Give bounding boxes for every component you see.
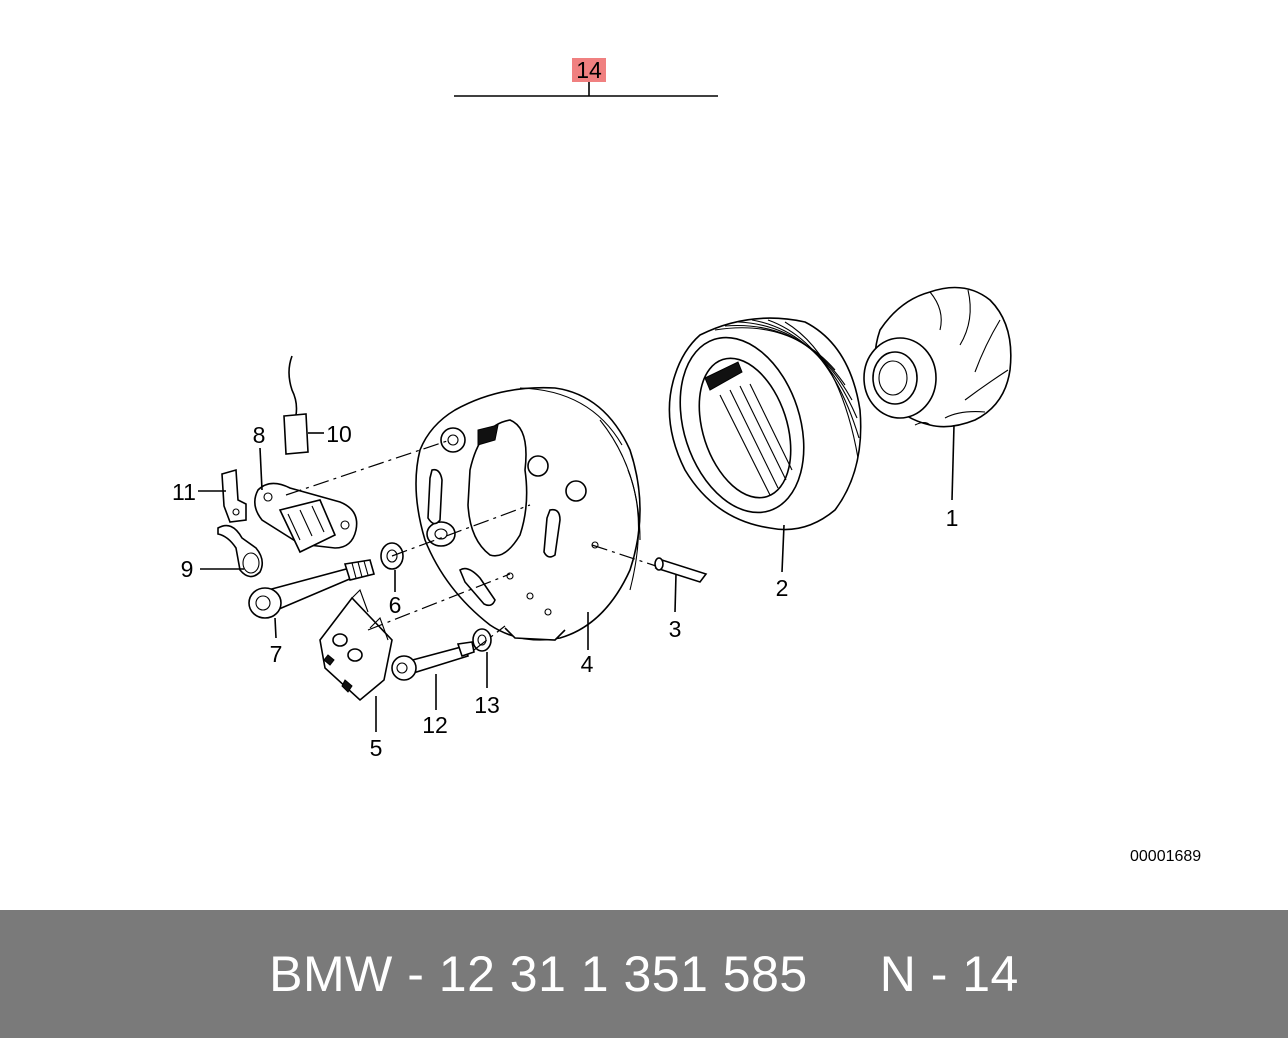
assembly-label[interactable]: 14: [576, 57, 602, 83]
exploded-parts-diagram: 14: [172, 57, 1012, 761]
callout-13[interactable]: 13: [474, 692, 500, 718]
callout-10[interactable]: 10: [326, 421, 352, 447]
centerline-pin: [591, 544, 657, 567]
callout-11[interactable]: 11: [172, 479, 196, 505]
assembly-label-highlight: [572, 58, 606, 82]
diagram-reference-number: 00001689: [1130, 848, 1202, 865]
callout-5[interactable]: 5: [370, 735, 383, 761]
callout-9[interactable]: 9: [181, 556, 194, 582]
callout-6[interactable]: 6: [389, 592, 402, 618]
part-1-drive-end-cover: [863, 286, 1012, 428]
part-3-pin: [654, 557, 708, 583]
part-13-washer: [472, 628, 492, 652]
callout-12[interactable]: 12: [422, 712, 448, 738]
callout-3[interactable]: 3: [669, 616, 682, 642]
callout-8[interactable]: 8: [253, 422, 266, 448]
part-8-brush-holder: [254, 482, 358, 554]
footer-bar: BMW - 12 31 1 351 585 N - 14: [0, 910, 1288, 1038]
footer-position: N - 14: [879, 946, 1019, 1002]
callout-1[interactable]: 1: [946, 505, 959, 531]
callout-4[interactable]: 4: [581, 651, 594, 677]
part-4-slip-ring-housing: [415, 386, 641, 641]
part-9-spring: [217, 524, 264, 578]
centerline-screw: [473, 625, 506, 651]
footer-caption: BMW - 12 31 1 351 585 N - 14: [0, 910, 1288, 1038]
centerline-lower: [367, 573, 511, 631]
footer-gap: [808, 945, 880, 1003]
part-2-stator: [668, 317, 862, 531]
centerline-middle: [391, 504, 531, 557]
part-7-through-bolt: [248, 559, 375, 619]
callout-7[interactable]: 7: [270, 641, 283, 667]
footer-part-number: BMW - 12 31 1 351 585: [269, 946, 808, 1002]
part-5-regulator: [319, 589, 393, 702]
part-11-bracket: [221, 468, 247, 523]
part-12-screw: [391, 641, 475, 681]
callout-2[interactable]: 2: [776, 575, 789, 601]
part-10-carbon-brush: [283, 355, 309, 455]
